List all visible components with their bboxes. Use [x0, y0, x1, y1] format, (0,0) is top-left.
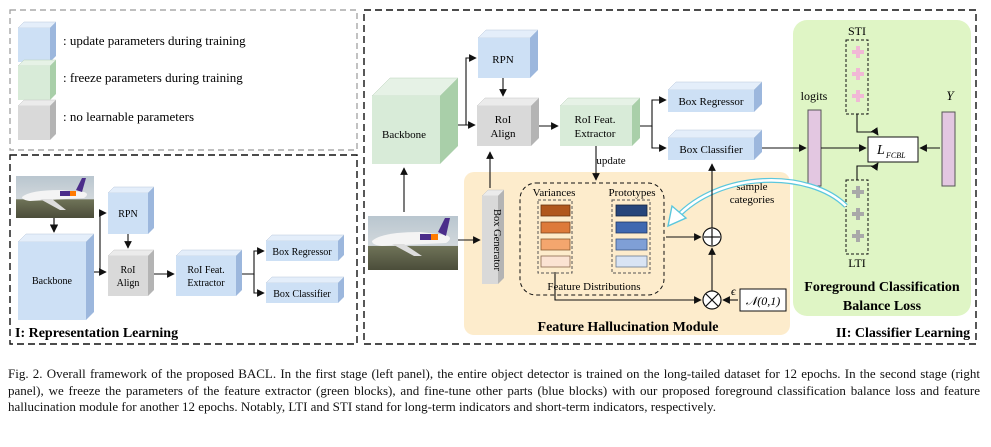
roi-align-label-1a: RoI — [121, 265, 136, 276]
prototype-bar-2 — [615, 221, 648, 234]
figure-caption: Fig. 2. Overall framework of the propose… — [8, 366, 980, 414]
legend-update-swatch — [17, 21, 57, 62]
sample-arrow-head — [667, 204, 688, 228]
logits-bar — [807, 109, 822, 187]
update-label: update — [596, 155, 625, 167]
logits-label: logits — [801, 89, 828, 103]
panel-representation-learning: Backbone RPN RoI Align RoI Feat. Extract… — [9, 154, 358, 345]
legend-freeze-swatch — [17, 59, 57, 100]
noise-label: 𝒩(0,1) — [746, 294, 781, 308]
variance-bar-3 — [540, 238, 571, 251]
extractor-label-1b: Extractor — [187, 278, 225, 289]
sti-dots — [852, 46, 864, 102]
roi-align-label-2a: RoI — [495, 114, 512, 126]
loss-sub: FCBL — [885, 151, 906, 160]
box-classifier-block-1: Box Classifier — [265, 276, 345, 303]
label-bar — [941, 111, 956, 187]
backbone-block-1: Backbone — [17, 233, 95, 320]
variance-bar-1 — [540, 204, 571, 217]
legend-none-text: : no learnable parameters — [63, 109, 194, 124]
noise-box: 𝒩(0,1) — [739, 288, 787, 312]
sti-label: STI — [848, 24, 866, 38]
sample-arrow-inner — [675, 179, 847, 219]
add-operator — [702, 227, 722, 247]
backbone-block-2: Backbone — [371, 77, 459, 164]
feature-distributions-label: Feature Distributions — [547, 281, 640, 293]
loss-main: L — [876, 143, 885, 158]
prototype-bar-4 — [615, 255, 648, 268]
legend-none-swatch — [17, 99, 57, 140]
legend-freeze-text: : freeze parameters during training — [63, 70, 243, 85]
input-image-large — [368, 216, 458, 270]
panel1-arrows — [94, 209, 265, 297]
variance-bar-2 — [540, 221, 571, 234]
panel2-title: II: Classifier Learning — [836, 326, 970, 341]
categories-label: categories — [730, 194, 775, 206]
epsilon-label: ϵ — [731, 284, 737, 298]
y-label: Y — [946, 88, 955, 103]
prototypes-label: Prototypes — [608, 187, 655, 199]
feature-distributions-group: Variances Prototypes Feature Distributio… — [519, 182, 665, 296]
box-regressor-label-1: Box Regressor — [272, 247, 332, 258]
legend-update-text: : update parameters during training — [63, 33, 246, 48]
fcbl-title-1: Foreground Classification — [804, 280, 960, 295]
box-regressor-block-1: Box Regressor — [265, 234, 345, 261]
rpn-block-2: RPN — [477, 29, 539, 78]
roi-align-label-2b: Align — [490, 128, 516, 140]
panel-classifier-learning: Backbone RPN RoI Align — [363, 9, 977, 345]
box-classifier-label-2: Box Classifier — [679, 144, 743, 156]
multiply-operator — [702, 290, 722, 310]
box-classifier-block-2: Box Classifier — [667, 129, 763, 160]
backbone-label-1: Backbone — [32, 276, 73, 287]
input-image-small — [16, 176, 94, 218]
extractor-label-2b: Extractor — [575, 128, 616, 140]
panel1-title: I: Representation Learning — [15, 326, 178, 341]
box-regressor-block-2: Box Regressor — [667, 81, 763, 112]
rpn-label-1: RPN — [118, 209, 137, 220]
lti-dots — [852, 186, 864, 242]
loss-box: L FCBL — [867, 136, 919, 163]
roi-align-block-2: RoI Align — [476, 97, 540, 146]
variances-label: Variances — [533, 187, 576, 199]
prototype-bar-3 — [615, 238, 648, 251]
legend-box: : update parameters during training : fr… — [9, 9, 358, 151]
extractor-block-2: RoI Feat. Extractor — [559, 97, 641, 146]
fcbl-title-2: Balance Loss — [843, 299, 922, 314]
box-generator-label: Box Generator — [491, 209, 502, 272]
extractor-label-1a: RoI Feat. — [187, 265, 224, 276]
variance-bar-4 — [540, 255, 571, 268]
fhm-title: Feature Hallucination Module — [538, 320, 719, 335]
box-generator-block: Box Generator — [481, 189, 505, 284]
extractor-block-1: RoI Feat. Extractor — [175, 249, 243, 296]
panel2-arrows — [400, 54, 940, 304]
rpn-block-1: RPN — [107, 186, 155, 234]
prototype-bar-1 — [615, 204, 648, 217]
lti-label: LTI — [848, 256, 866, 270]
box-regressor-label-2: Box Regressor — [678, 96, 743, 108]
box-classifier-label-1: Box Classifier — [273, 289, 331, 300]
rpn-label-2: RPN — [492, 54, 513, 66]
roi-align-block-1: RoI Align — [107, 249, 155, 296]
extractor-label-2a: RoI Feat. — [575, 114, 616, 126]
fcbl-region — [793, 20, 971, 316]
roi-align-label-1b: Align — [117, 278, 140, 289]
backbone-label-2: Backbone — [382, 129, 426, 141]
